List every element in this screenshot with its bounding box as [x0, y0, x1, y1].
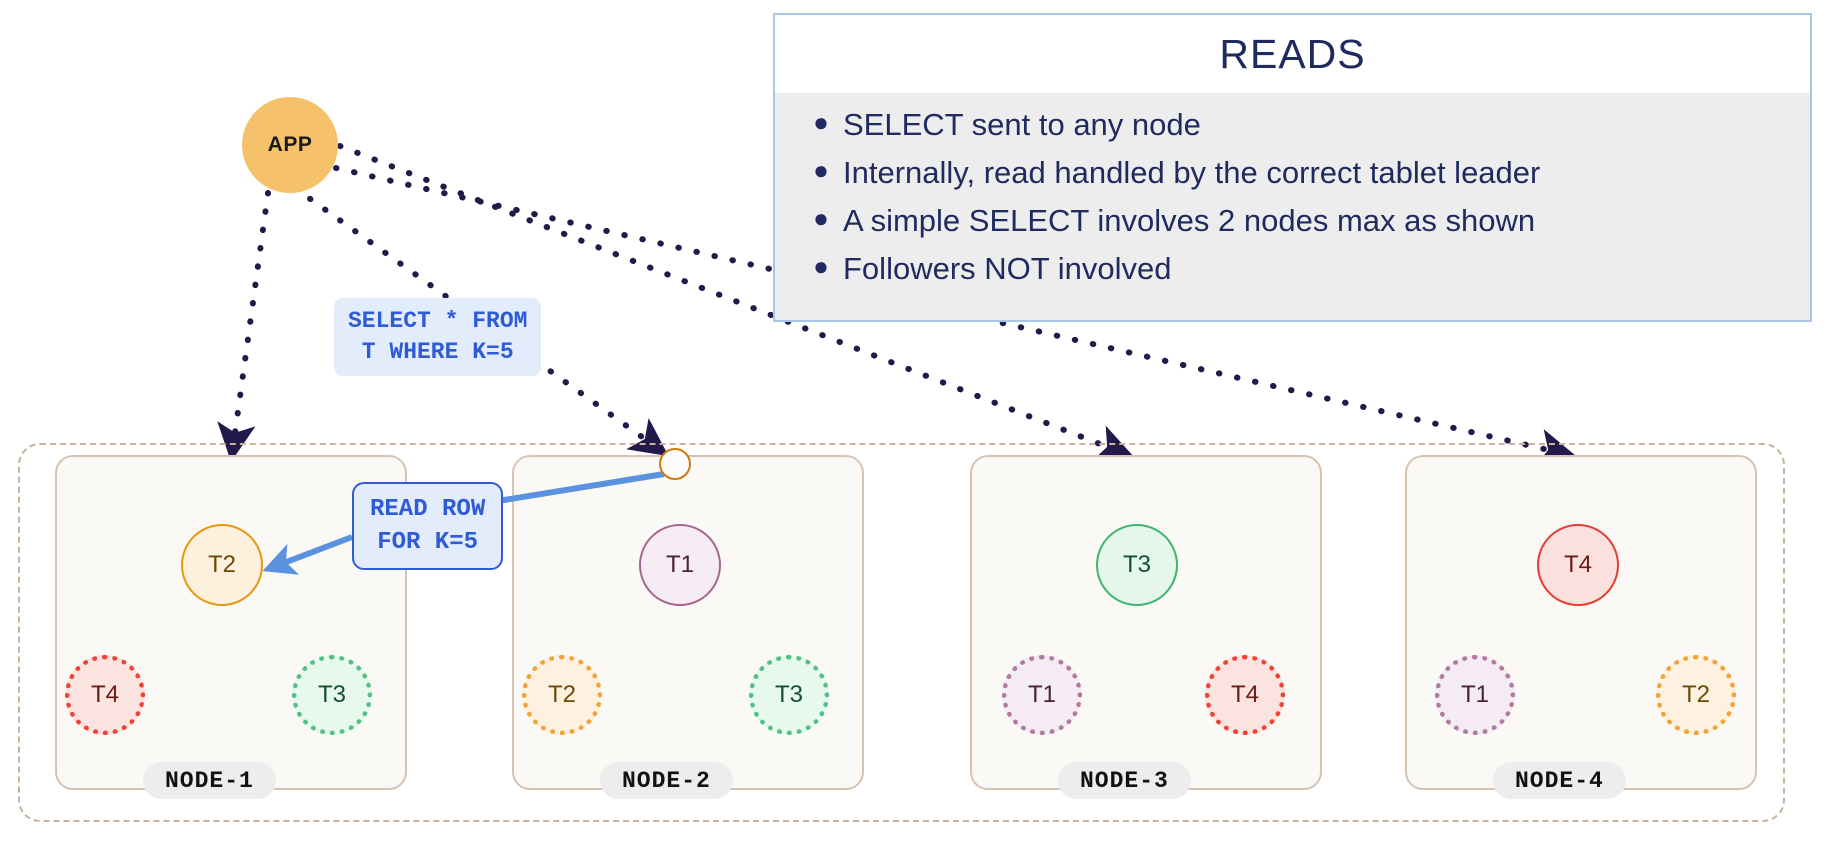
tablet-label: T2: [1681, 681, 1710, 708]
node-label-node-1: NODE-1: [143, 762, 276, 799]
bullet-icon: ●: [813, 203, 829, 234]
list-item: ● Internally, read handled by the correc…: [799, 151, 1810, 195]
arrow-app-to-node3: [337, 143, 1135, 462]
bullet-text: A simple SELECT involves 2 nodes max as …: [843, 203, 1536, 239]
node-box-node-2[interactable]: [512, 455, 864, 790]
tablet-label: T3: [774, 681, 803, 708]
arrow-app-to-node2: [292, 185, 669, 457]
bullet-icon: ●: [813, 155, 829, 186]
list-item: ● Followers NOT involved: [799, 247, 1810, 291]
tablet-label: T2: [547, 681, 576, 708]
cluster-boundary: [18, 443, 1785, 822]
reads-panel-body: ● SELECT sent to any node ● Internally, …: [775, 93, 1810, 320]
tablet-leader-node-2[interactable]: T1: [639, 524, 721, 606]
tablet-label: T2: [207, 551, 236, 578]
tablet-label: T3: [317, 681, 346, 708]
tablet-label: T1: [1460, 681, 1489, 708]
tablet-label: T1: [665, 551, 694, 578]
node-label-node-3: NODE-3: [1058, 762, 1191, 799]
reads-info-panel: READS ● SELECT sent to any node ● Intern…: [773, 13, 1812, 322]
tablet-follower-node-3-a[interactable]: T1: [1002, 655, 1082, 735]
tablet-follower-node-3-b[interactable]: T4: [1205, 655, 1285, 735]
arrow-app-to-node1: [217, 190, 271, 462]
request-hop-dot[interactable]: [659, 448, 691, 480]
tablet-label: T4: [90, 681, 119, 708]
app-node-label: APP: [267, 133, 313, 156]
bullet-text: Followers NOT involved: [843, 251, 1172, 287]
node-label-node-4: NODE-4: [1493, 762, 1626, 799]
reads-panel-header: READS: [775, 15, 1810, 93]
tablet-leader-node-1[interactable]: T2: [181, 524, 263, 606]
reads-bullet-list: ● SELECT sent to any node ● Internally, …: [775, 103, 1810, 291]
arrow-app-to-node4: [333, 165, 1577, 467]
tablet-follower-node-2-a[interactable]: T2: [522, 655, 602, 735]
list-item: ● SELECT sent to any node: [799, 103, 1810, 147]
node-box-node-1[interactable]: [55, 455, 407, 790]
sql-query-label: SELECT * FROM T WHERE K=5: [334, 298, 542, 377]
tablet-follower-node-4-b[interactable]: T2: [1656, 655, 1736, 735]
bullet-icon: ●: [813, 251, 829, 282]
tablet-follower-node-1-a[interactable]: T4: [65, 655, 145, 735]
bullet-text: SELECT sent to any node: [843, 107, 1201, 142]
node-box-node-3[interactable]: [970, 455, 1322, 790]
tablet-leader-node-4[interactable]: T4: [1537, 524, 1619, 606]
node-label-node-2: NODE-2: [600, 762, 733, 799]
tablet-follower-node-4-a[interactable]: T1: [1435, 655, 1515, 735]
tablet-label: T4: [1563, 551, 1592, 578]
read-row-label: READ ROW FOR K=5: [352, 482, 504, 571]
bullet-text: Internally, read handled by the correct …: [843, 155, 1541, 191]
reads-panel-title: READS: [1219, 30, 1366, 77]
tablet-label: T4: [1230, 681, 1259, 708]
list-item: ● A simple SELECT involves 2 nodes max a…: [799, 199, 1810, 243]
tablet-follower-node-2-b[interactable]: T3: [749, 655, 829, 735]
tablet-leader-node-3[interactable]: T3: [1096, 524, 1178, 606]
tablet-label: T1: [1027, 681, 1056, 708]
bullet-icon: ●: [813, 107, 829, 137]
tablet-follower-node-1-b[interactable]: T3: [292, 655, 372, 735]
node-box-node-4[interactable]: [1405, 455, 1757, 790]
tablet-label: T3: [1122, 551, 1151, 578]
app-node[interactable]: APP: [242, 97, 338, 193]
